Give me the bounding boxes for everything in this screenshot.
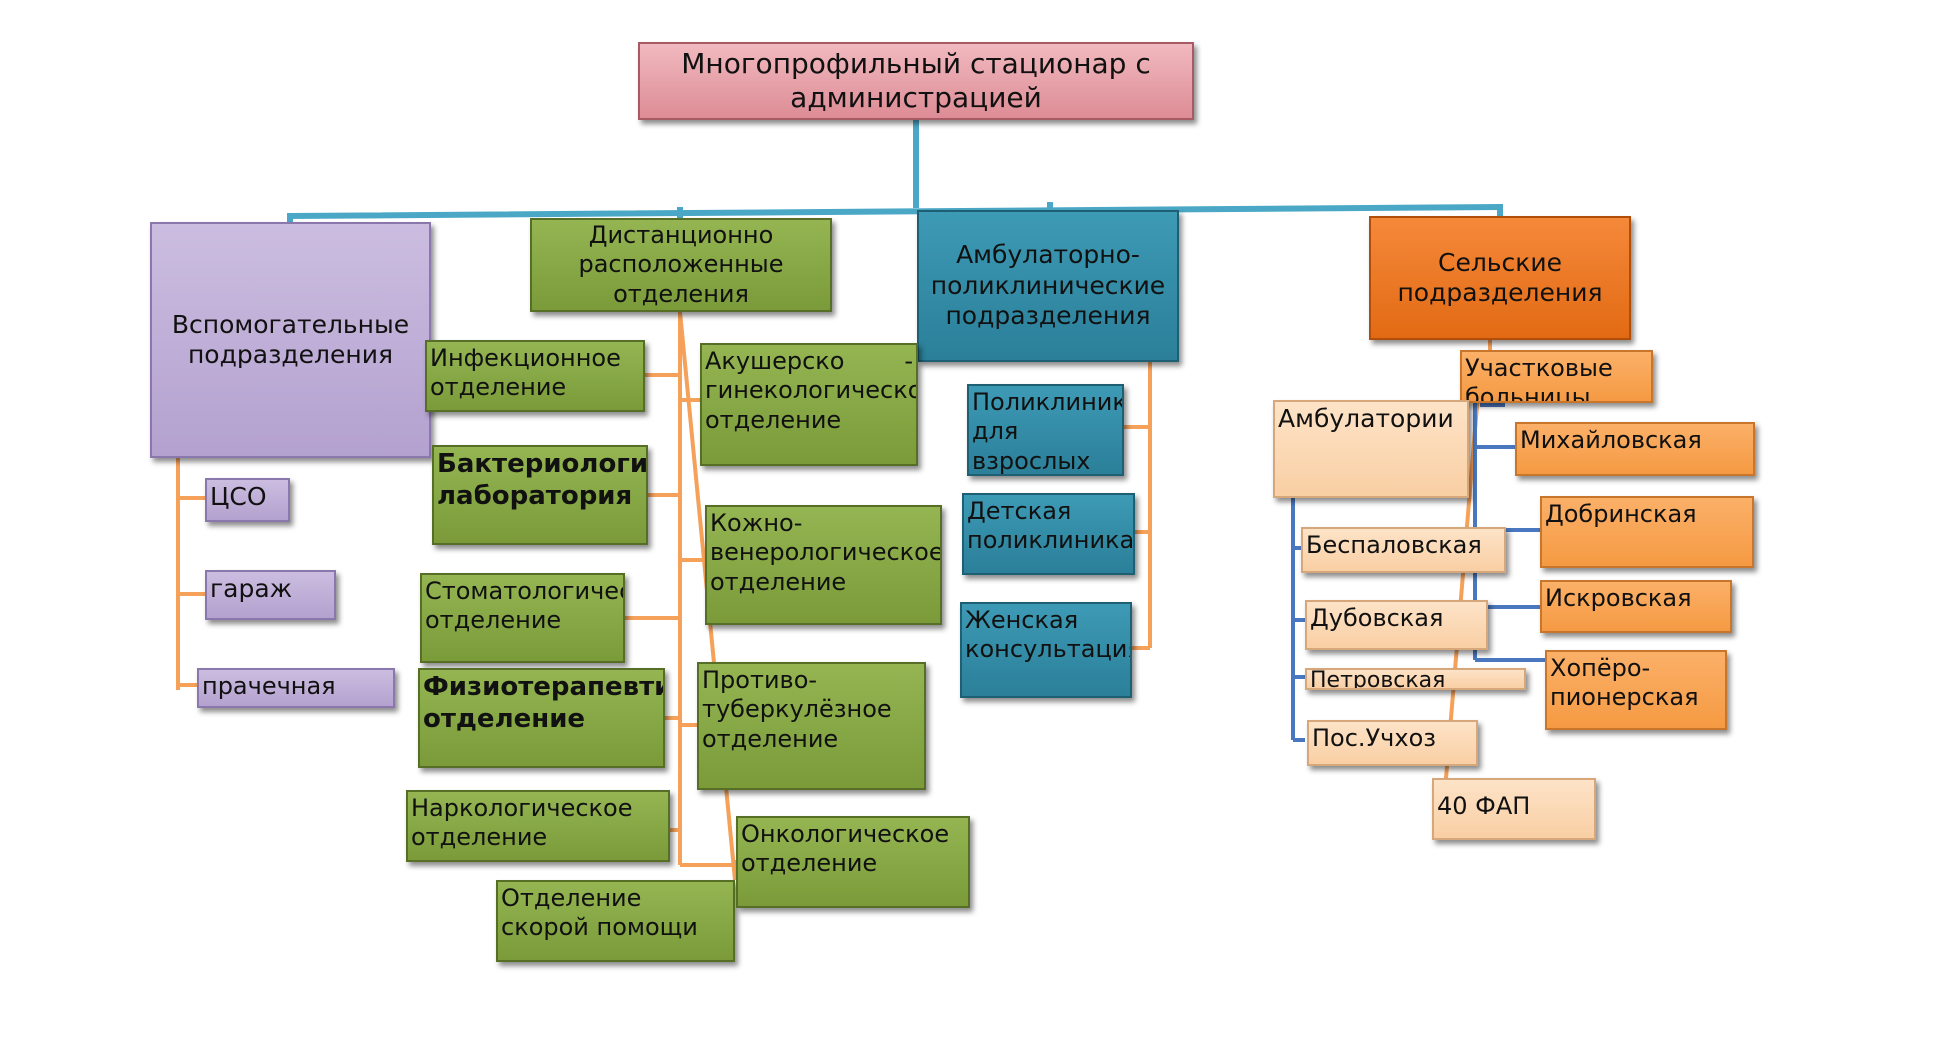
node-ambulatories-label: Амбулатории [1278,404,1454,433]
node-fap: 40 ФАП [1432,778,1596,840]
node-dental-dept-label: Стоматологическое отделение [425,577,623,635]
node-physiotherapy-dept: Физиотерапевтическое отделение [418,668,665,768]
node-dobrinskaya-label: Добринская [1545,500,1697,528]
node-pos-uchkhoz: Пос.Учхоз [1307,720,1478,766]
node-oncology-dept: Онкологическое отделение [736,816,970,908]
node-pos-uchkhoz-label: Пос.Учхоз [1312,724,1437,752]
node-dental-dept: Стоматологическое отделение [420,573,625,663]
node-obgyn-dept-label: Акушерско - гинекологическое отделение [705,347,918,434]
node-khopero-pionerskaya-label: Хопёро-пионерская [1550,654,1699,712]
node-laundry-label: прачечная [202,672,336,700]
node-dermatovenerology-dept-label: Кожно-венерологическое отделение [710,509,942,596]
node-cso-label: ЦСО [210,482,267,511]
node-children-polyclinic: Детская поликлиника [962,493,1135,575]
node-tuberculosis-dept: Противо-туберкулёзное отделение [697,662,926,790]
node-adult-polyclinic-label: Поликлиника для взрослых [972,388,1122,475]
node-khopero-pionerskaya: Хопёро-пионерская [1545,650,1727,730]
node-rural-units: Сельские подразделения [1369,216,1631,340]
node-garage: гараж [205,570,336,620]
node-iskrovskaya: Искровская [1540,580,1732,633]
node-womens-consultation: Женская консультация [960,602,1132,698]
node-iskrovskaya-label: Искровская [1545,584,1692,612]
node-infectious-dept: Инфекционное отделение [425,340,645,412]
node-auxiliary-units: Вспомогательные подразделения [150,222,431,458]
node-narcology-dept-label: Наркологическое отделение [411,794,633,852]
node-dermatovenerology-dept: Кожно-венерологическое отделение [705,505,942,625]
node-outpatient-units-label: Амбулаторно-поликлинические подразделени… [930,240,1166,331]
node-infectious-dept-label: Инфекционное отделение [430,344,621,402]
node-fap-label: 40 ФАП [1437,792,1531,820]
root-node-label: Многопрофильный стационар с администраци… [681,46,1151,114]
node-physiotherapy-dept-label: Физиотерапевтическое отделение [423,672,663,734]
node-adult-polyclinic: Поликлиника для взрослых [967,384,1124,476]
node-dubovskaya: Дубовская [1305,600,1488,650]
node-bacteriology-lab: Бактериологическая лаборатория [432,445,648,545]
node-garage-label: гараж [210,574,293,603]
node-distant-departments-label: Дистанционно расположенные отделения [578,221,784,308]
node-ambulatories: Амбулатории [1273,400,1469,498]
node-tuberculosis-dept-label: Противо-туберкулёзное отделение [702,666,892,753]
node-district-hospitals: Участковые больницы [1460,350,1653,403]
node-cso: ЦСО [205,478,290,522]
node-narcology-dept: Наркологическое отделение [406,790,670,862]
node-dobrinskaya: Добринская [1540,496,1754,568]
node-bespalovskaya-label: Беспаловская [1306,531,1482,559]
node-outpatient-units: Амбулаторно-поликлинические подразделени… [917,210,1179,362]
root-node: Многопрофильный стационар с администраци… [638,42,1194,120]
node-oncology-dept-label: Онкологическое отделение [741,820,950,878]
node-children-polyclinic-label: Детская поликлиника [967,497,1135,555]
node-mikhailovskaya-label: Михайловская [1520,426,1702,454]
node-ambulance-dept-label: Отделение скорой помощи [501,884,698,942]
node-mikhailovskaya: Михайловская [1515,422,1755,476]
node-laundry: прачечная [197,668,395,708]
node-womens-consultation-label: Женская консультация [965,606,1132,664]
node-dubovskaya-label: Дубовская [1310,604,1444,632]
node-ambulance-dept: Отделение скорой помощи [496,880,735,962]
node-petrovskaya: Петровская [1305,668,1526,690]
node-bacteriology-lab-label: Бактериологическая лаборатория [437,449,648,511]
node-rural-units-label: Сельские подразделения [1397,247,1603,308]
node-auxiliary-units-label: Вспомогательные подразделения [171,309,410,370]
node-bespalovskaya: Беспаловская [1301,527,1506,573]
node-petrovskaya-label: Петровская [1310,668,1446,690]
node-obgyn-dept: Акушерско - гинекологическое отделение [700,343,918,466]
node-district-hospitals-label: Участковые больницы [1465,354,1613,403]
node-distant-departments: Дистанционно расположенные отделения [530,218,832,312]
